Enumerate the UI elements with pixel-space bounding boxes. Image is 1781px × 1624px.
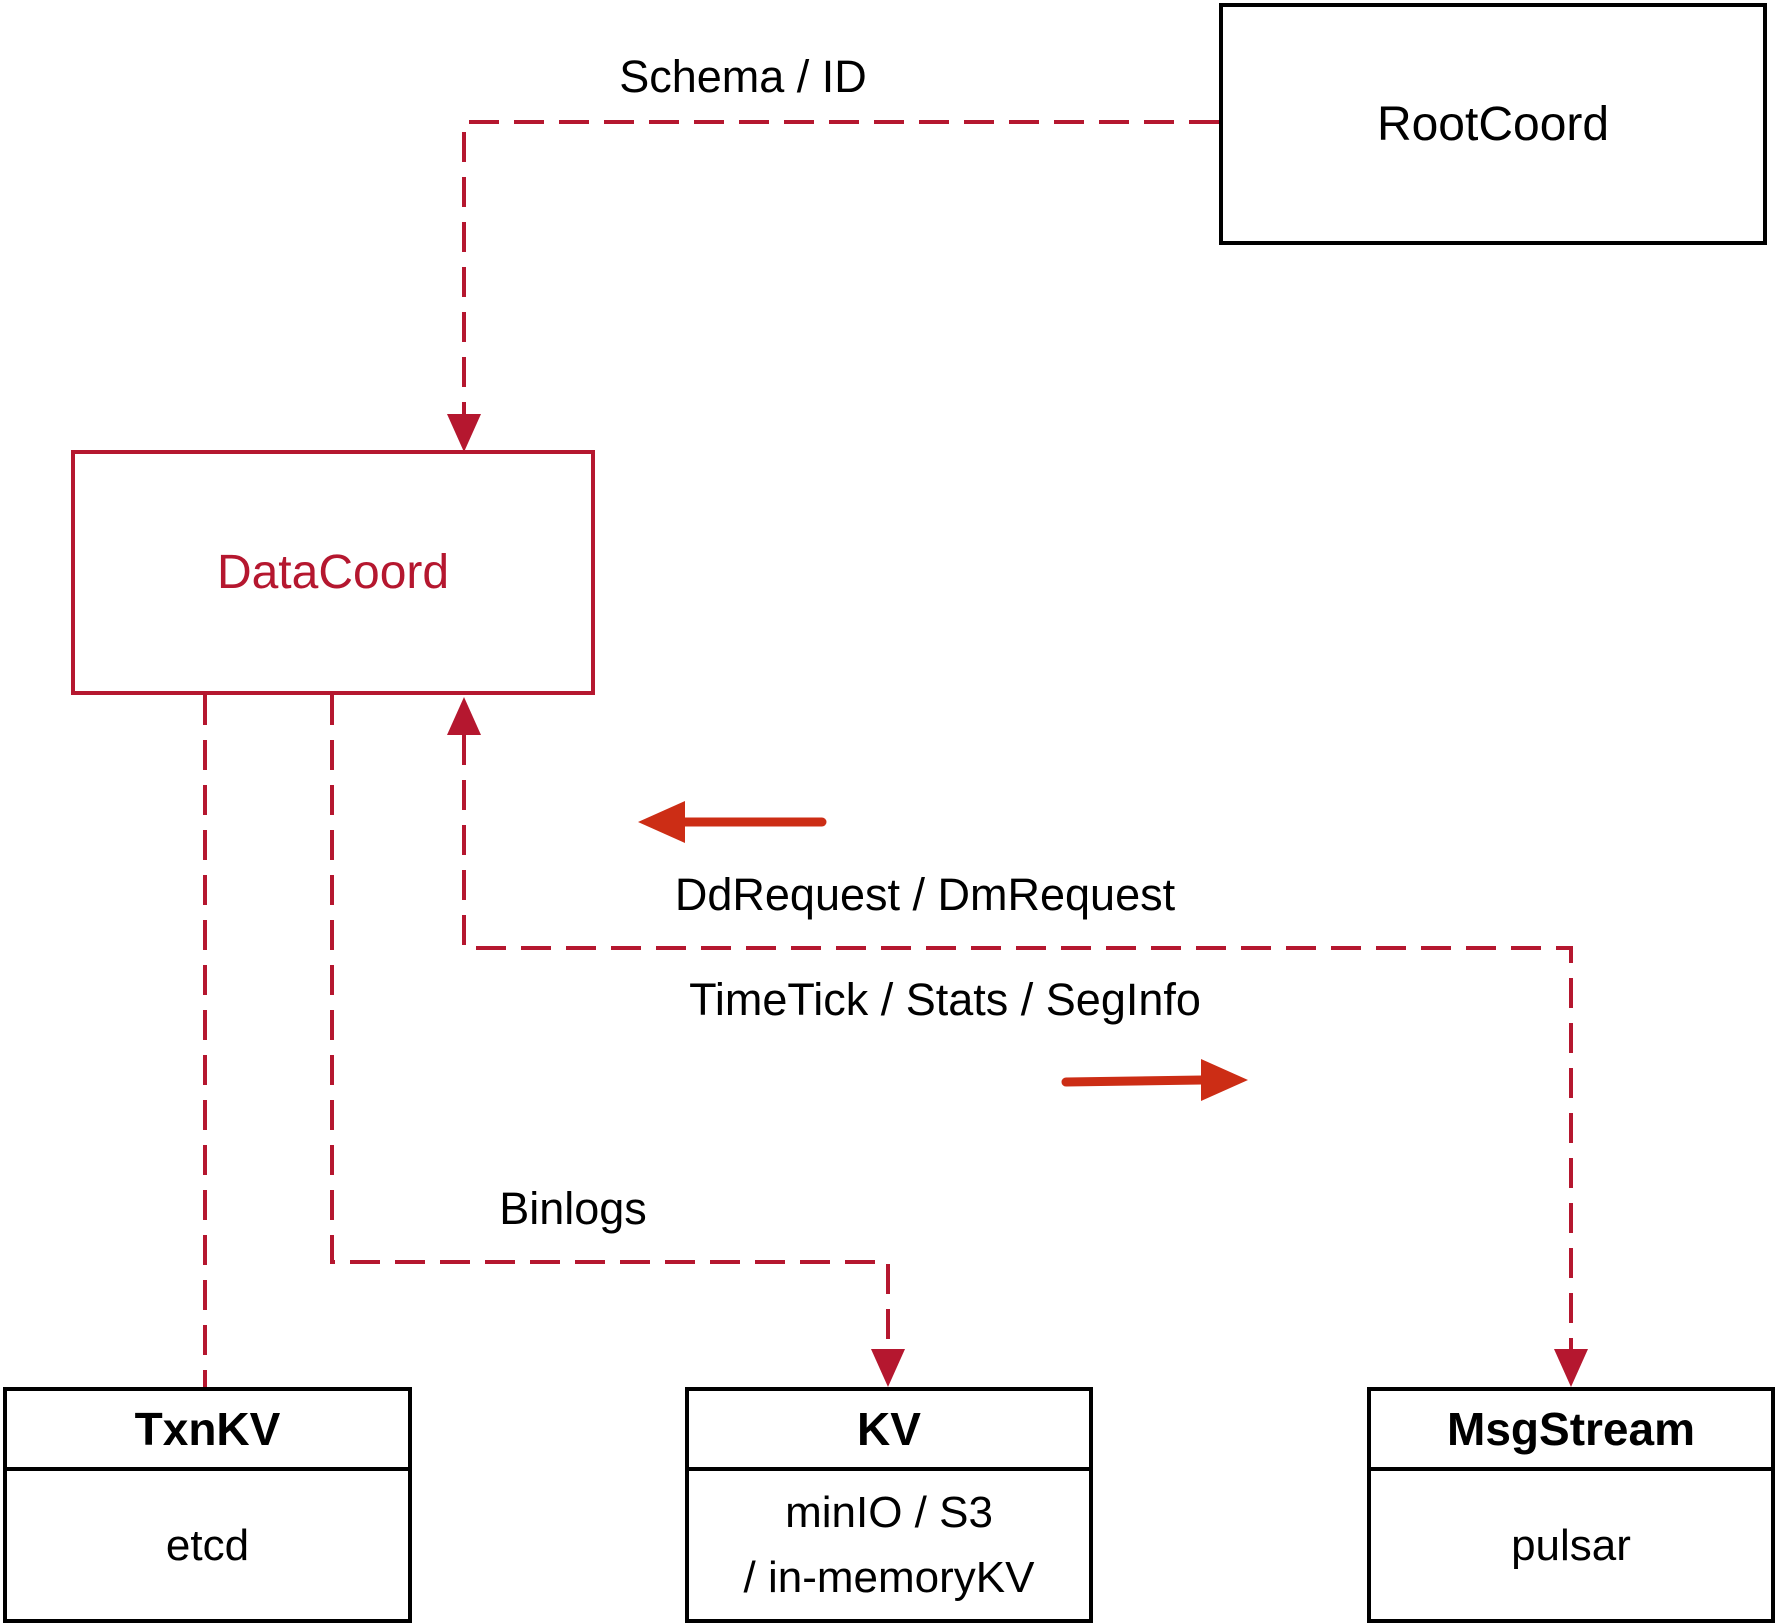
msgstream-body: pulsar xyxy=(1511,1520,1631,1570)
right-direction-arrowhead-icon xyxy=(1201,1059,1248,1101)
rootcoord-node: RootCoord xyxy=(1219,3,1767,245)
rootcoord-label: RootCoord xyxy=(1376,97,1610,151)
txnkv-body: etcd xyxy=(165,1520,250,1570)
kv-node: KV minIO / S3 / in-memoryKV xyxy=(685,1387,1093,1623)
request-stream-connector xyxy=(462,735,1573,1349)
arrowhead-down-into-msgstream-icon xyxy=(1554,1349,1588,1387)
datacoord-label: DataCoord xyxy=(216,546,450,599)
schema-id-edge-label: Schema / ID xyxy=(619,51,867,102)
arrowhead-down-into-kv-icon xyxy=(871,1349,905,1387)
left-direction-arrowhead-icon xyxy=(638,801,685,843)
kv-body-line2: / in-memoryKV xyxy=(743,1553,1035,1602)
timetick-edge-label: TimeTick / Stats / SegInfo xyxy=(689,974,1201,1025)
kv-title: KV xyxy=(689,1391,1089,1471)
kv-body: minIO / S3 / in-memoryKV xyxy=(689,1471,1089,1619)
binlogs-connector xyxy=(330,695,890,1349)
arrowhead-up-into-datacoord-icon xyxy=(447,697,481,735)
txnkv-node: TxnKV etcd xyxy=(3,1387,412,1623)
txnkv-title: TxnKV xyxy=(7,1391,408,1471)
arrowhead-down-into-datacoord-icon xyxy=(447,414,481,452)
binlogs-edge-label: Binlogs xyxy=(499,1183,647,1234)
kv-body-line1: minIO / S3 xyxy=(785,1488,993,1537)
msgstream-node: MsgStream pulsar xyxy=(1367,1387,1775,1623)
right-direction-arrow-shaft xyxy=(1061,1075,1207,1087)
msgstream-title: MsgStream xyxy=(1371,1391,1771,1471)
datacoord-node: DataCoord xyxy=(71,450,595,695)
schema-id-connector xyxy=(462,120,1219,414)
dd-request-edge-label: DdRequest / DmRequest xyxy=(674,869,1176,920)
